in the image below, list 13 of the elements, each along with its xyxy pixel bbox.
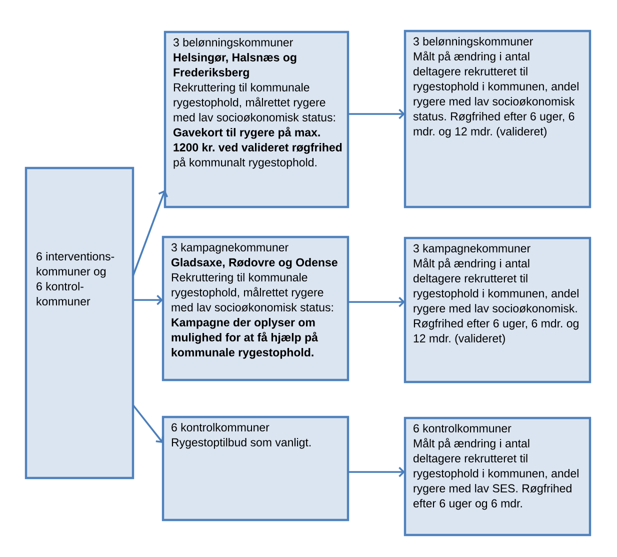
arrow xyxy=(132,190,168,276)
arrow xyxy=(348,296,405,308)
process-box: 6 interventions- kommuner og 6 kontrol- kommuner xyxy=(24,166,134,480)
arrow xyxy=(133,294,163,306)
process-box: 6 kontrolkommuner Målt på ændring i antal deltagere rekrutteret til rygestophold i kommunen, andel rygere med lav SES. Røgfrihed efter 6 uger og 6 mdr. xyxy=(404,416,592,536)
arrow xyxy=(348,108,405,120)
process-box: 3 kampagnekommuner Målt på ændring i antal deltagere rekrutteret til rygestophold i kommunen, andel rygere med lav socioøkonomisk. Røgfrihed efter 6 uger, 6 mdr. og 12 mdr. (valideret) xyxy=(404,236,592,384)
process-box: 3 kampagnekommuner Gladsaxe, Rødovre og Odense Rekruttering til kommunale rygestophold, målrettet rygere med lav socioøkonomisk status: Kampagne der oplyser om mulighed for at få hjælp på kommunale rygestophold. xyxy=(162,236,350,382)
process-box: 3 belønningskommuner Målt på ændring i antal deltagere rekrutteret til rygestophold i kommunen, andel rygere med lav socioøkonomisk status. Røgfrihed efter 6 uger, 6 mdr. og 12 mdr. (valideret) xyxy=(404,30,592,208)
process-box: 3 belønningskommuner Helsingør, Halsnæs og Frederiksberg Rekruttering til kommunale rygestophold, målrettet rygere med lav socioøkonomisk status: Gavekort til rygere på max. 1200 kr. ved valideret røgfrihed på kommunalt rygestophold. xyxy=(164,30,350,208)
arrow xyxy=(132,404,164,443)
process-box: 6 kontrolkommuner Rygestoptilbud som vanligt. xyxy=(162,416,350,522)
arrow xyxy=(348,466,405,478)
